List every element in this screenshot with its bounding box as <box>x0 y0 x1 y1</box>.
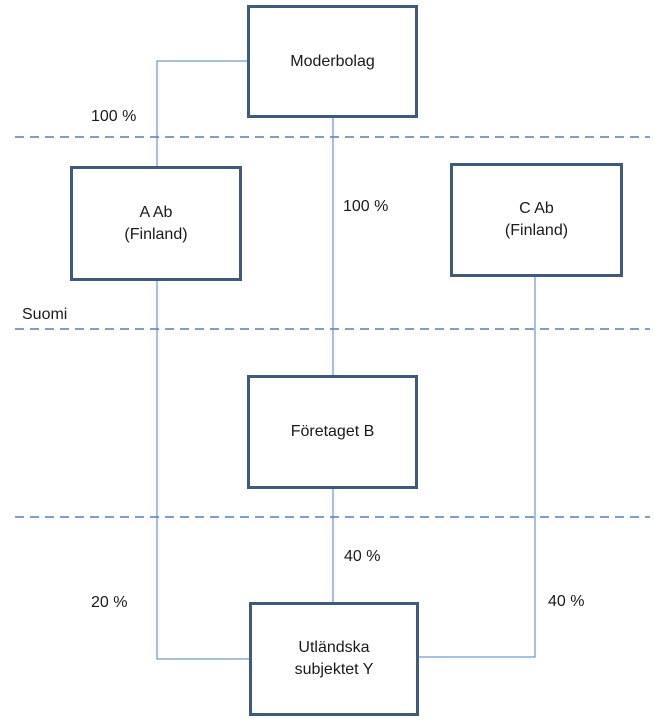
node-c-country: (Finland) <box>504 222 569 239</box>
edge-label-parent-b: 100 % <box>343 198 389 215</box>
node-a-label: A Ab <box>139 203 173 221</box>
region-label-suomi: Suomi <box>22 306 68 323</box>
node-c-ab: C Ab (Finland) <box>450 163 623 277</box>
node-parent-company: Moderbolag <box>247 5 418 118</box>
edge-parent-a <box>156 60 247 166</box>
edge-label-c-y: 40 % <box>548 593 585 610</box>
node-y-label-line2: subjektet Y <box>294 661 374 678</box>
node-a-ab: A Ab (Finland) <box>70 166 242 281</box>
node-parent-label: Moderbolag <box>290 52 375 70</box>
edge-label-parent-a: 100 % <box>91 108 137 125</box>
edge-label-a-y: 20 % <box>91 594 128 611</box>
node-c-label: C Ab <box>519 200 554 217</box>
edge-label-b-y: 40 % <box>344 548 381 565</box>
node-y-label-line1: Utländska <box>298 639 370 656</box>
node-utlandska-subjektet-y: Utländska subjektet Y <box>249 602 419 716</box>
edge-a-y <box>156 281 249 660</box>
node-foretaget-b: Företaget B <box>247 375 418 489</box>
node-a-country: (Finland) <box>124 225 188 243</box>
node-b-label: Företaget B <box>290 423 375 440</box>
edge-c-y <box>418 276 536 658</box>
